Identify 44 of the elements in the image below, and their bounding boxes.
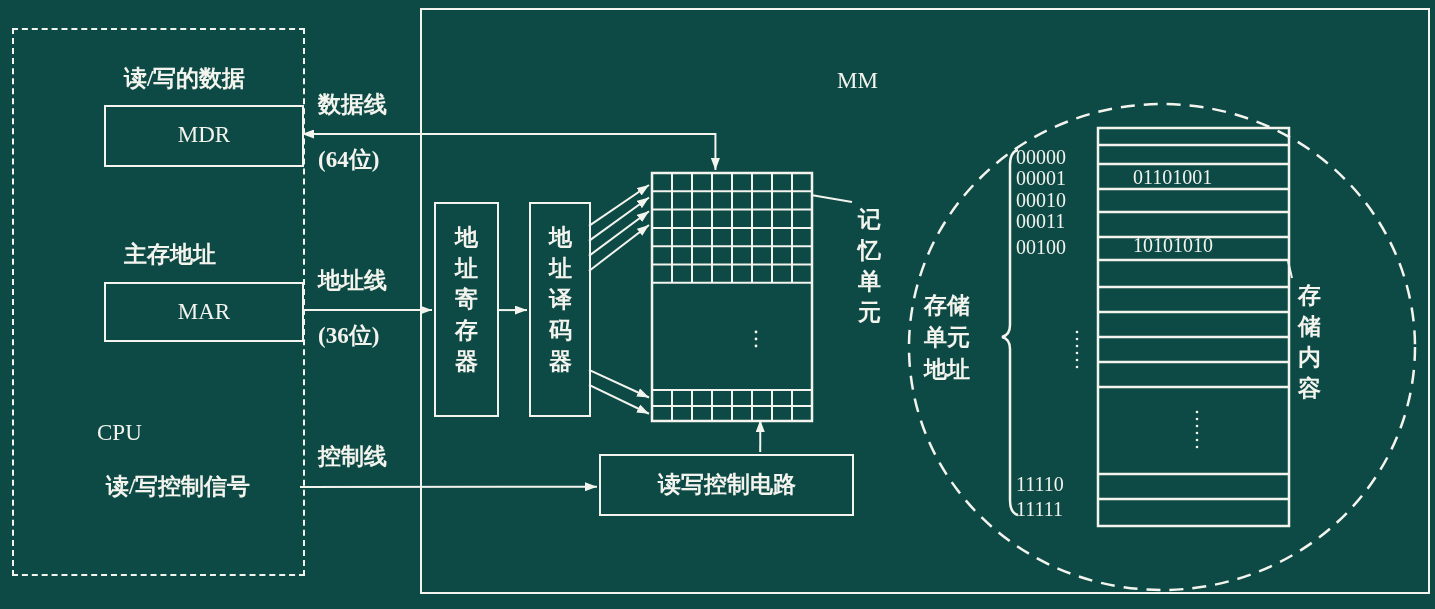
leader-line — [810, 194, 853, 203]
callout-label: 存储内容 — [1296, 282, 1322, 404]
memory-module-box — [420, 8, 1430, 594]
register-label: 地址寄存器 — [453, 224, 480, 377]
decoder-label: 地址译码器 — [547, 224, 573, 377]
arrow — [496, 305, 528, 315]
arrow — [588, 184, 650, 227]
arrow — [755, 419, 765, 453]
control-circuit-box — [599, 454, 854, 516]
register-label: MDR — [176, 122, 232, 148]
register-heading: 读/写的数据 — [124, 66, 246, 92]
address-label: 00000 — [1016, 147, 1066, 167]
edge-label: 地址线 — [318, 268, 387, 294]
register-heading: 主存地址 — [124, 242, 216, 268]
arrow — [588, 210, 650, 257]
address-label: 11111 — [1016, 499, 1064, 519]
arrow — [588, 224, 650, 272]
address-label: 00001 — [1016, 168, 1066, 188]
magnifier-circle — [907, 102, 1417, 592]
module-label: MM — [837, 68, 878, 94]
leader-line — [1287, 260, 1293, 279]
address-label: 00011 — [1016, 211, 1066, 231]
circuit-label: 读写控制电路 — [656, 472, 797, 498]
unit-label: CPU — [97, 420, 142, 446]
address-label: 00100 — [1016, 237, 1066, 257]
bus-width-label: (36位) — [318, 323, 380, 349]
arrow — [299, 482, 598, 492]
decoder-box — [529, 202, 591, 417]
signal-label: 读/写控制信号 — [106, 474, 302, 504]
edge-label: 控制线 — [318, 444, 387, 470]
content-value: 01101001 — [1133, 167, 1213, 187]
arrow — [588, 368, 650, 399]
address-caption: 存储单元地址 — [924, 292, 971, 385]
bus-width-label: (64位) — [318, 147, 380, 173]
edge-label: 数据线 — [318, 92, 387, 118]
register-label: MAR — [176, 299, 232, 325]
address-label: 11110 — [1016, 474, 1064, 494]
cpu-dashed-box — [12, 28, 305, 576]
content-value: 10101010 — [1133, 235, 1213, 255]
arrow — [588, 196, 650, 242]
register-box — [434, 202, 499, 417]
address-label: 00010 — [1016, 190, 1066, 210]
callout-label: 记忆单元 — [856, 206, 882, 328]
arrow — [588, 383, 650, 415]
